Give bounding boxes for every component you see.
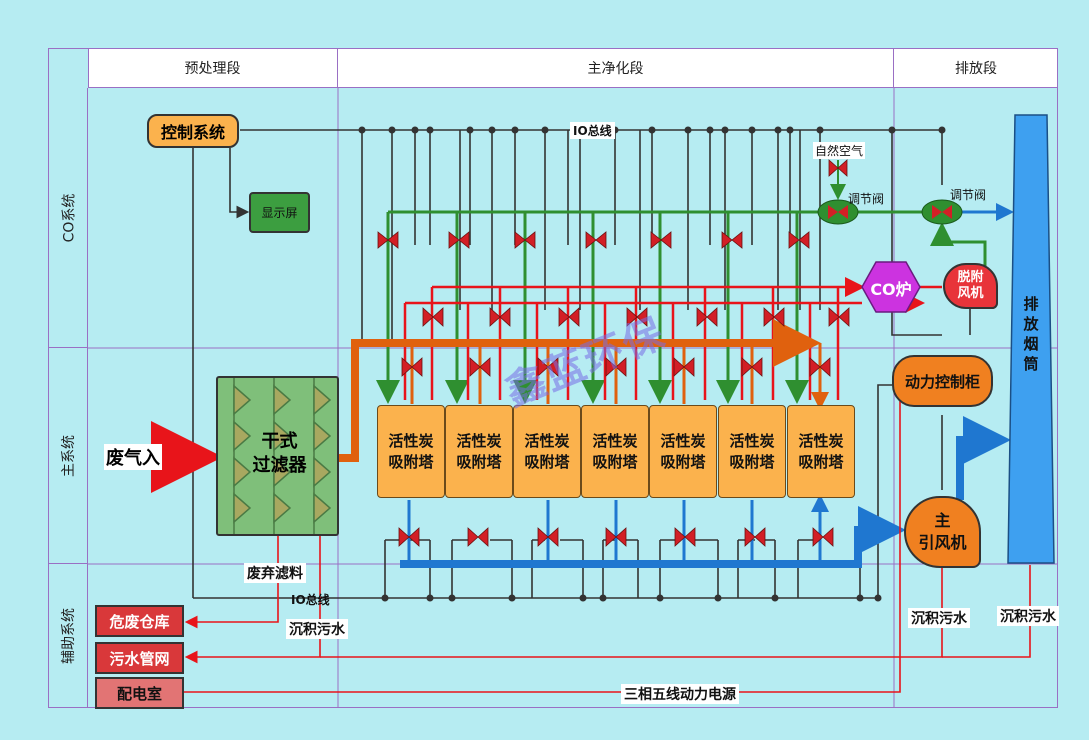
power-control-cabinet-label: 动力控制柜	[904, 372, 980, 391]
adsorption-tower-2[interactable]: 活性炭 吸附塔	[445, 405, 513, 498]
adsorption-tower-7-label: 活性炭 吸附塔	[798, 431, 844, 471]
power-line-label: 三相五线动力电源	[621, 684, 739, 704]
adsorption-tower-5-label: 活性炭 吸附塔	[660, 431, 706, 471]
sewer-network-label: 污水管网	[109, 649, 170, 668]
display-screen-label: 显示屏	[261, 206, 298, 220]
adsorption-tower-1[interactable]: 活性炭 吸附塔	[377, 405, 445, 498]
adsorption-tower-2-label: 活性炭 吸附塔	[456, 431, 502, 471]
regulating-valve-label-2: 调节阀	[950, 188, 987, 202]
exhaust-stack-label: 排 放 烟 筒	[1023, 295, 1039, 373]
desorption-fan-label: 脱附 风机	[957, 270, 984, 301]
adsorption-tower-4[interactable]: 活性炭 吸附塔	[581, 405, 649, 498]
control-system-box[interactable]: 控制系统	[147, 114, 239, 148]
exhaust-stack-shape	[1007, 114, 1055, 564]
stage-header-main: 主净化段	[338, 48, 894, 88]
exhaust-stack[interactable]: 排 放 烟 筒	[1007, 114, 1055, 564]
adsorption-tower-3-label: 活性炭 吸附塔	[524, 431, 570, 471]
adsorption-tower-4-label: 活性炭 吸附塔	[592, 431, 638, 471]
row-label-main: 主系统	[48, 348, 88, 564]
stage-header-exhaust: 排放段	[955, 61, 997, 77]
control-system-label: 控制系统	[160, 123, 225, 142]
natural-air-label: 自然空气	[813, 142, 866, 159]
adsorption-tower-6-label: 活性炭 吸附塔	[729, 431, 775, 471]
power-control-cabinet[interactable]: 动力控制柜	[892, 355, 993, 407]
adsorption-tower-1-label: 活性炭 吸附塔	[388, 431, 434, 471]
sediment-water-label-1: 沉积污水	[286, 619, 348, 639]
io-bus-label-top: IO总线	[570, 122, 615, 139]
io-bus-label-bottom: IO总线	[291, 593, 330, 607]
co-furnace[interactable]: CO炉	[861, 261, 921, 313]
desorption-fan[interactable]: 脱附 风机	[943, 263, 998, 309]
filter-pleats	[233, 378, 332, 534]
dry-filter[interactable]: 干式 过滤器	[216, 376, 339, 536]
waste-filter-label: 废弃滤料	[244, 563, 306, 583]
sediment-water-label-2: 沉积污水	[908, 608, 970, 628]
sediment-water-label-3: 沉积污水	[997, 606, 1059, 626]
dry-filter-label: 干式 过滤器	[252, 431, 307, 476]
co-furnace-label: CO炉	[870, 280, 912, 299]
stage-header-pre: 预处理段	[88, 48, 338, 88]
hazardous-waste-store-label: 危废仓库	[109, 612, 170, 631]
adsorption-tower-3[interactable]: 活性炭 吸附塔	[513, 405, 581, 498]
adsorption-tower-6[interactable]: 活性炭 吸附塔	[718, 405, 786, 498]
power-distribution-room[interactable]: 配电室	[95, 677, 184, 709]
power-distribution-room-label: 配电室	[116, 684, 162, 703]
main-induced-fan[interactable]: 主 引风机	[904, 496, 981, 568]
adsorption-tower-5[interactable]: 活性炭 吸附塔	[649, 405, 717, 498]
adsorption-tower-7[interactable]: 活性炭 吸附塔	[787, 405, 855, 498]
label-column	[48, 88, 88, 708]
row-label-co: CO系统	[48, 88, 88, 348]
header-row	[88, 48, 1058, 88]
display-screen-box[interactable]: 显示屏	[249, 192, 310, 233]
main-induced-fan-label: 主 引风机	[918, 511, 967, 552]
sewer-network[interactable]: 污水管网	[95, 642, 184, 674]
co-furnace-shape	[861, 261, 921, 313]
inlet-label: 废气入	[104, 444, 162, 470]
regulating-valve-label-1: 调节阀	[848, 192, 885, 206]
hazardous-waste-store[interactable]: 危废仓库	[95, 605, 184, 637]
